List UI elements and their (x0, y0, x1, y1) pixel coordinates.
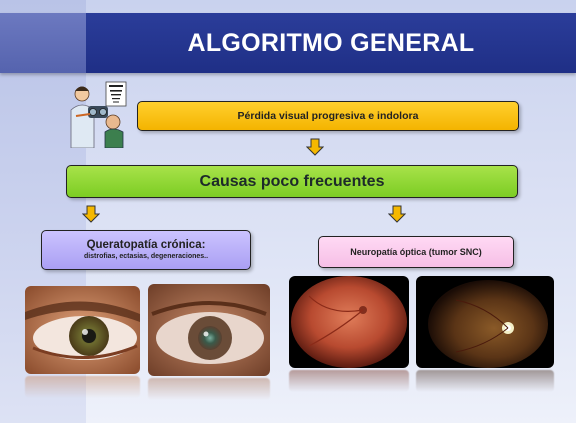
down-arrow-icon (82, 205, 100, 223)
keratopathy-box: Queratopatía crónica: distrofias, ectasi… (41, 230, 251, 270)
slide-title: ALGORITMO GENERAL (187, 28, 475, 57)
down-arrow-icon (388, 205, 406, 223)
title-bar-accent (0, 13, 86, 73)
corneal-eye-photo-1 (25, 286, 140, 374)
photo-reflection (148, 378, 270, 400)
keratopathy-subtitle: distrofias, ectasias, degeneraciones.. (83, 253, 209, 260)
down-arrow-icon (306, 138, 324, 156)
fundus-photo-1 (289, 276, 409, 368)
keratopathy-title: Queratopatía crónica: (86, 239, 206, 251)
symptom-box: Pérdida visual progresiva e indolora (137, 101, 519, 131)
photo-reflection (416, 370, 554, 392)
title-bar: ALGORITMO GENERAL (0, 13, 576, 73)
eye-clinic-clipart (70, 81, 127, 148)
fundus-photo-2 (416, 276, 554, 368)
optic-neuropathy-box: Neuropatía óptica (tumor SNC) (318, 236, 514, 268)
photo-reflection (289, 370, 409, 392)
causes-box: Causas poco frecuentes (66, 165, 518, 198)
photo-reflection (25, 376, 140, 398)
corneal-eye-photo-2 (148, 284, 270, 376)
